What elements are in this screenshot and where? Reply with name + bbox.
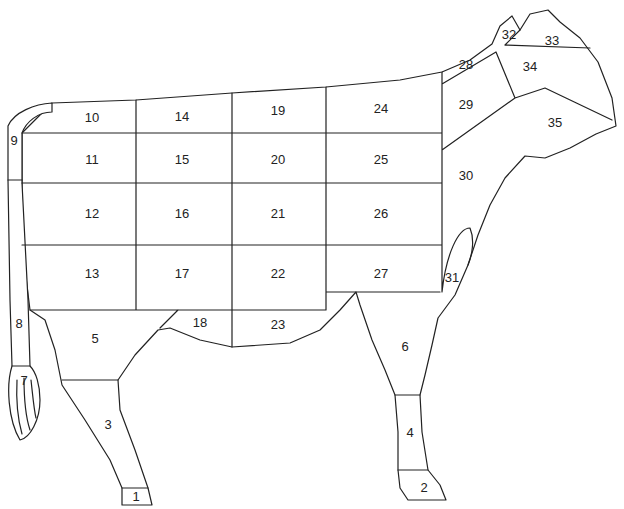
callout-number: 33 <box>545 34 559 47</box>
callout-number: 15 <box>175 153 189 166</box>
callout-number: 16 <box>175 207 189 220</box>
callout-number: 27 <box>374 267 388 280</box>
callout-number: 25 <box>374 153 388 166</box>
callout-number: 29 <box>459 98 473 111</box>
callout-number: 4 <box>406 426 413 439</box>
callout-number: 19 <box>271 104 285 117</box>
callout-number: 20 <box>271 153 285 166</box>
callout-number: 30 <box>459 169 473 182</box>
callout-number: 26 <box>374 207 388 220</box>
callout-number: 35 <box>548 116 562 129</box>
callout-number: 14 <box>175 110 189 123</box>
callout-number: 23 <box>271 318 285 331</box>
callout-number: 31 <box>445 271 459 284</box>
callout-number: 17 <box>175 267 189 280</box>
callout-number: 6 <box>401 340 408 353</box>
callout-number: 5 <box>91 332 98 345</box>
callout-number: 13 <box>85 267 99 280</box>
callout-number: 1 <box>132 490 139 503</box>
callout-number: 10 <box>85 111 99 124</box>
callout-number: 28 <box>459 58 473 71</box>
callout-number: 18 <box>193 316 207 329</box>
tail-outline <box>8 103 52 440</box>
callout-number: 32 <box>502 28 516 41</box>
callout-number: 12 <box>85 207 99 220</box>
callout-number: 22 <box>271 267 285 280</box>
callout-number: 9 <box>10 134 17 147</box>
callout-number: 24 <box>374 102 388 115</box>
callout-number: 2 <box>420 481 427 494</box>
callout-number: 7 <box>20 374 27 387</box>
callout-number: 11 <box>85 153 99 166</box>
body-outline <box>22 10 616 505</box>
callout-number: 21 <box>271 207 285 220</box>
cut-lines <box>8 30 612 488</box>
callout-number: 8 <box>15 317 22 330</box>
callout-number: 34 <box>523 60 537 73</box>
callout-number: 3 <box>104 418 111 431</box>
